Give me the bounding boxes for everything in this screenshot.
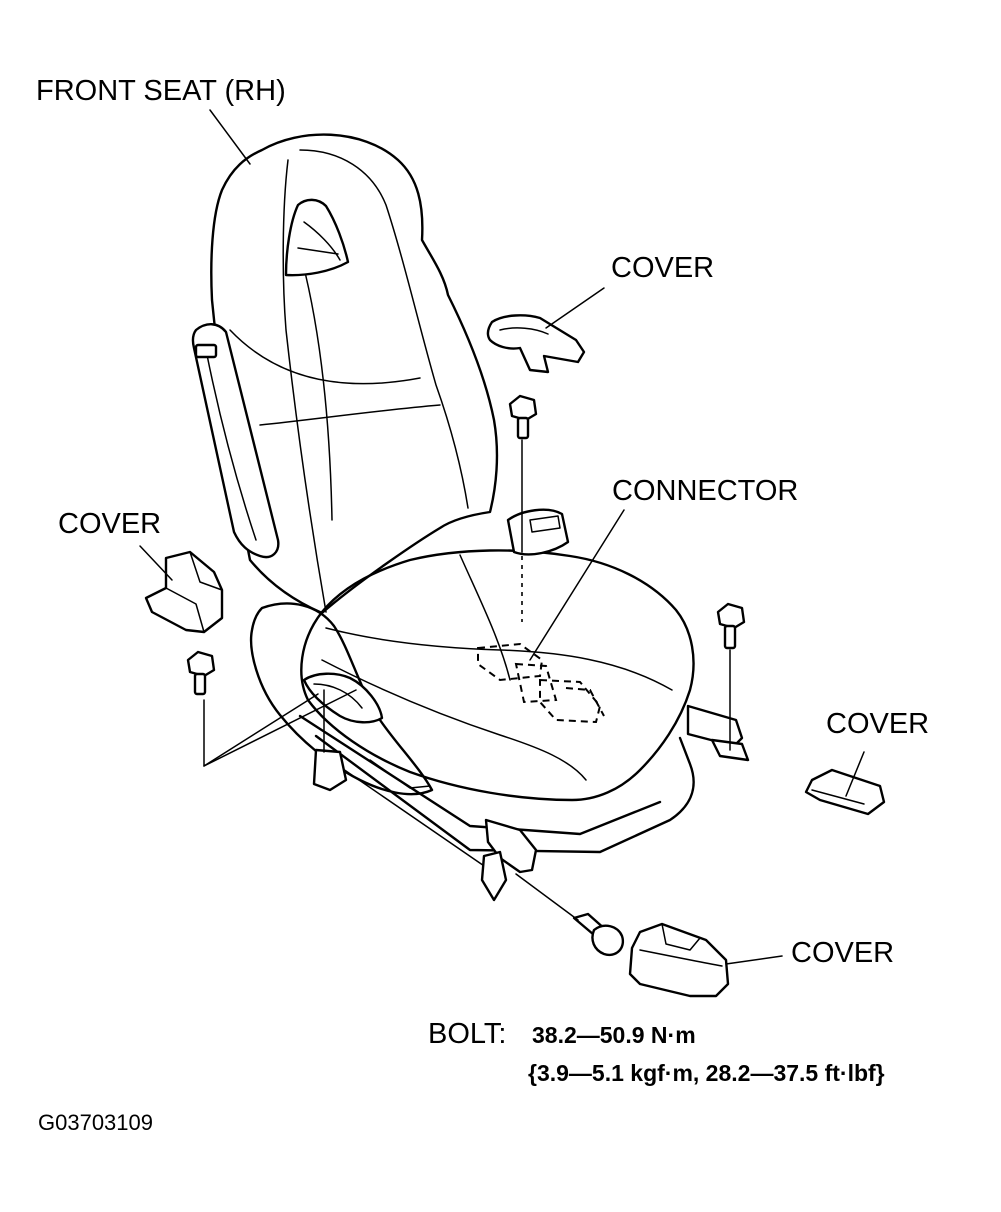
bolt-front [572, 912, 625, 957]
label-front-seat: FRONT SEAT (RH) [36, 75, 286, 107]
alignment-lines [323, 439, 731, 921]
torque-value: 38.2—50.9 N·m [532, 1022, 696, 1048]
front-seat-illustration [191, 133, 750, 902]
torque-label: BOLT: [428, 1018, 506, 1050]
bolt-right [716, 602, 746, 650]
label-cover-top-right: COVER [611, 252, 714, 284]
cover-bottom-part [628, 922, 730, 998]
label-cover-left: COVER [58, 508, 161, 540]
figure-code: G03703109 [38, 1110, 153, 1135]
label-cover-right: COVER [826, 708, 929, 740]
torque-conversion: {3.9—5.1 kgf·m, 28.2—37.5 ft·lbf} [528, 1060, 885, 1086]
cover-right-part [804, 768, 886, 816]
connector-hidden-lines [477, 642, 605, 724]
label-cover-bottom: COVER [791, 937, 894, 969]
bolt-left [186, 650, 216, 696]
label-connector: CONNECTOR [612, 475, 798, 507]
cover-top-right-part [486, 314, 586, 374]
bolt-top [508, 394, 538, 440]
cover-left-part [144, 550, 224, 634]
leader-lines [139, 109, 865, 965]
